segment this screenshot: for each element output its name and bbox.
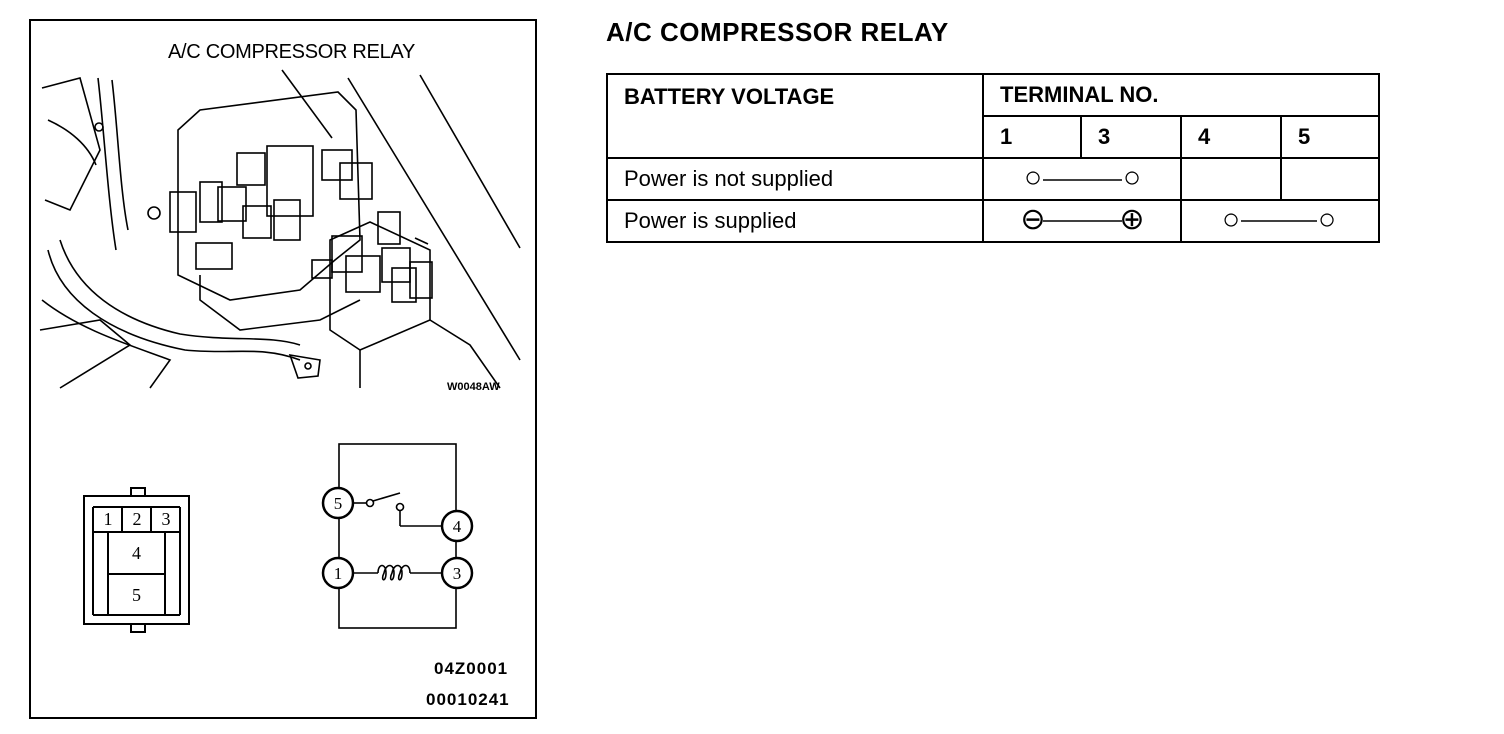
circuit-terminal-3: 3: [453, 564, 462, 583]
open-terminal-symbol: ○: [1318, 203, 1336, 236]
connector-terminal-1: 1: [103, 509, 113, 529]
photo-code: W0048AW: [447, 381, 500, 393]
terminal-col-5: 5: [1280, 115, 1380, 159]
continuity-symbol: ○ ○: [1024, 161, 1141, 194]
connector-terminal-3: 3: [161, 509, 171, 529]
row-label: Power is not supplied: [606, 157, 984, 201]
circuit-terminal-1: 1: [334, 564, 343, 583]
positive-terminal-symbol: ⊕: [1119, 203, 1144, 236]
table-row: Power is supplied ⊖ ⊕ ○ ○: [606, 199, 1380, 243]
connector-terminal-5: 5: [132, 585, 141, 605]
connector-terminal-2: 2: [132, 509, 142, 529]
continuity-table: BATTERY VOLTAGE TERMINAL NO. 1 3 4 5 Pow…: [606, 73, 1380, 243]
empty-cell: [1180, 157, 1282, 201]
page-title: A/C COMPRESSOR RELAY: [606, 17, 949, 47]
connection-cell-1-3: ○ ○: [982, 157, 1182, 201]
open-terminal-symbol: ○: [1222, 203, 1240, 236]
circuit-terminal-4: 4: [453, 517, 462, 536]
figure-code-1: 04Z0001: [434, 659, 509, 678]
table-row: Power is not supplied ○ ○: [606, 157, 1380, 201]
circuit-terminal-5: 5: [334, 494, 343, 513]
terminal-col-3: 3: [1080, 115, 1182, 159]
open-terminal-symbol: ○: [1123, 161, 1141, 194]
terminal-number-row: 1 3 4 5: [607, 115, 1380, 159]
negative-terminal-symbol: ⊖: [1020, 203, 1045, 236]
terminal-col-1: 1: [982, 115, 1082, 159]
terminal-col-4: 4: [1180, 115, 1282, 159]
continuity-symbol: ○ ○: [1222, 203, 1336, 236]
terminal-no-header: TERMINAL NO.: [982, 73, 1380, 117]
connection-cell-1-3: ⊖ ⊕: [982, 199, 1182, 243]
open-terminal-symbol: ○: [1024, 161, 1042, 194]
figure-title: A/C COMPRESSOR RELAY: [168, 41, 416, 63]
connection-cell-4-5: ○ ○: [1180, 199, 1380, 243]
connector-terminal-4: 4: [132, 543, 141, 563]
continuity-symbol: ⊖ ⊕: [1020, 203, 1144, 236]
battery-voltage-header: BATTERY VOLTAGE: [606, 73, 984, 159]
empty-cell: [1280, 157, 1380, 201]
figure-panel: [29, 19, 537, 719]
figure-code-2: 00010241: [426, 690, 510, 709]
row-label: Power is supplied: [606, 199, 984, 243]
